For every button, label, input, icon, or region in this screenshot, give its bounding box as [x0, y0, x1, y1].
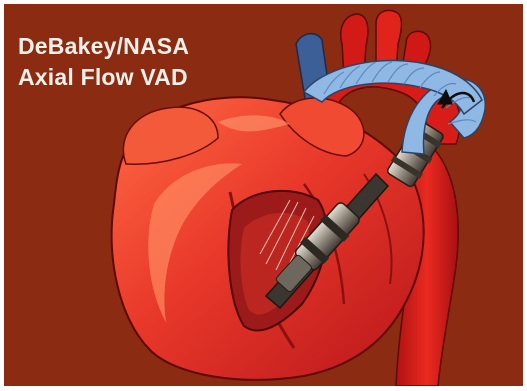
- title-line-2: Axial Flow VAD: [18, 66, 188, 89]
- vad-heart-illustration: [4, 4, 523, 386]
- title-line-1: DeBakey/NASA: [18, 35, 189, 58]
- illustration-frame: DeBakey/NASA Axial Flow VAD: [4, 4, 523, 386]
